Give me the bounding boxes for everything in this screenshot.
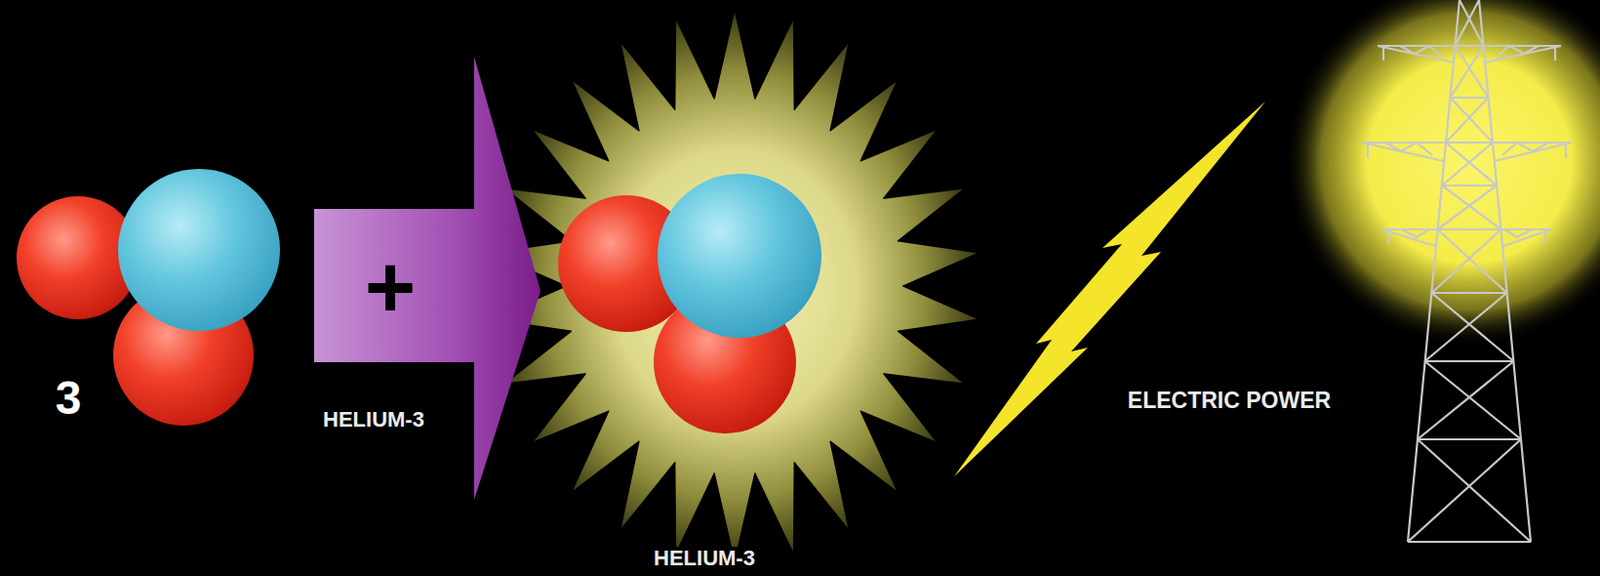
isotope-label: HELIUM-3 (320, 407, 428, 432)
isotope-label: HELIUM-3 (650, 546, 759, 570)
output-label: ELECTRIC POWER (1124, 388, 1334, 413)
starburst (489, 12, 979, 560)
plus-arrow (314, 56, 541, 500)
helium3-nucleus (558, 173, 822, 434)
plus-sign: + (361, 241, 420, 332)
helium3-nucleus (16, 168, 280, 426)
callout-number: 3 (52, 373, 85, 423)
power-tower (1361, 0, 1572, 542)
lightning-bolt (954, 101, 1266, 477)
